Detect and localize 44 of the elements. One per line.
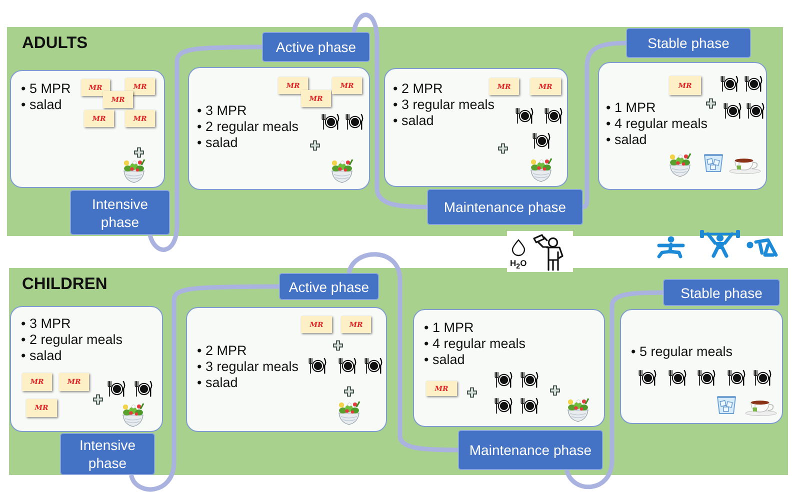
bullet-item: • 5 regular meals	[631, 344, 733, 360]
phase-label: Intensive phase	[70, 190, 170, 235]
phase-label: Active phase	[279, 273, 379, 300]
phase-label: Stable phase	[663, 279, 780, 306]
phase-label: Maintenance phase	[427, 189, 583, 225]
meal-plan-card	[188, 67, 370, 190]
meal-plan-card	[10, 70, 165, 188]
bullet-item: • 2 MPR	[197, 343, 247, 359]
phase-label: Active phase	[262, 32, 370, 62]
bullet-item: • salad	[21, 97, 62, 113]
section-band	[7, 27, 783, 236]
band-title: CHILDREN	[22, 275, 108, 293]
bullet-item: • 2 MPR	[393, 81, 443, 97]
meal-plan-card	[10, 306, 163, 432]
bullet-item: • 1 MPR	[424, 320, 474, 336]
section-band	[9, 268, 788, 475]
bullet-item: • 3 MPR	[197, 103, 247, 119]
bullet-item: • salad	[21, 348, 62, 364]
band-title: ADULTS	[22, 34, 88, 52]
curved-connector	[582, 40, 626, 210]
phase-label: Intensive phase	[60, 433, 155, 475]
meal-plan-card	[620, 309, 783, 424]
meal-plan-card	[186, 307, 387, 432]
bullet-item: • 2 regular meals	[21, 332, 123, 348]
bullet-item: • salad	[197, 135, 238, 151]
bullet-item: • salad	[606, 132, 647, 148]
meal-plan-card	[384, 68, 568, 187]
phase-label: Maintenance phase	[458, 430, 603, 470]
meal-plan-card	[598, 62, 767, 190]
bullet-item: • salad	[393, 113, 434, 129]
bullet-item: • 3 MPR	[21, 316, 71, 332]
formula-label: H$_{2}$O	[510, 258, 527, 272]
bullet-item: • 3 regular meals	[197, 359, 299, 375]
bullet-item: • 1 MPR	[606, 100, 656, 116]
phase-label: Stable phase	[626, 28, 751, 58]
bullet-item: • 4 regular meals	[424, 336, 526, 352]
bullet-item: • salad	[197, 375, 238, 391]
bullet-item: • salad	[424, 352, 465, 368]
curved-connector	[352, 12, 428, 210]
bullet-item: • 2 regular meals	[197, 119, 299, 135]
bullet-item: • 4 regular meals	[606, 116, 708, 132]
bullet-item: • 5 MPR	[21, 81, 71, 97]
bullet-item: • 3 regular meals	[393, 97, 495, 113]
meal-plan-card	[413, 309, 605, 427]
